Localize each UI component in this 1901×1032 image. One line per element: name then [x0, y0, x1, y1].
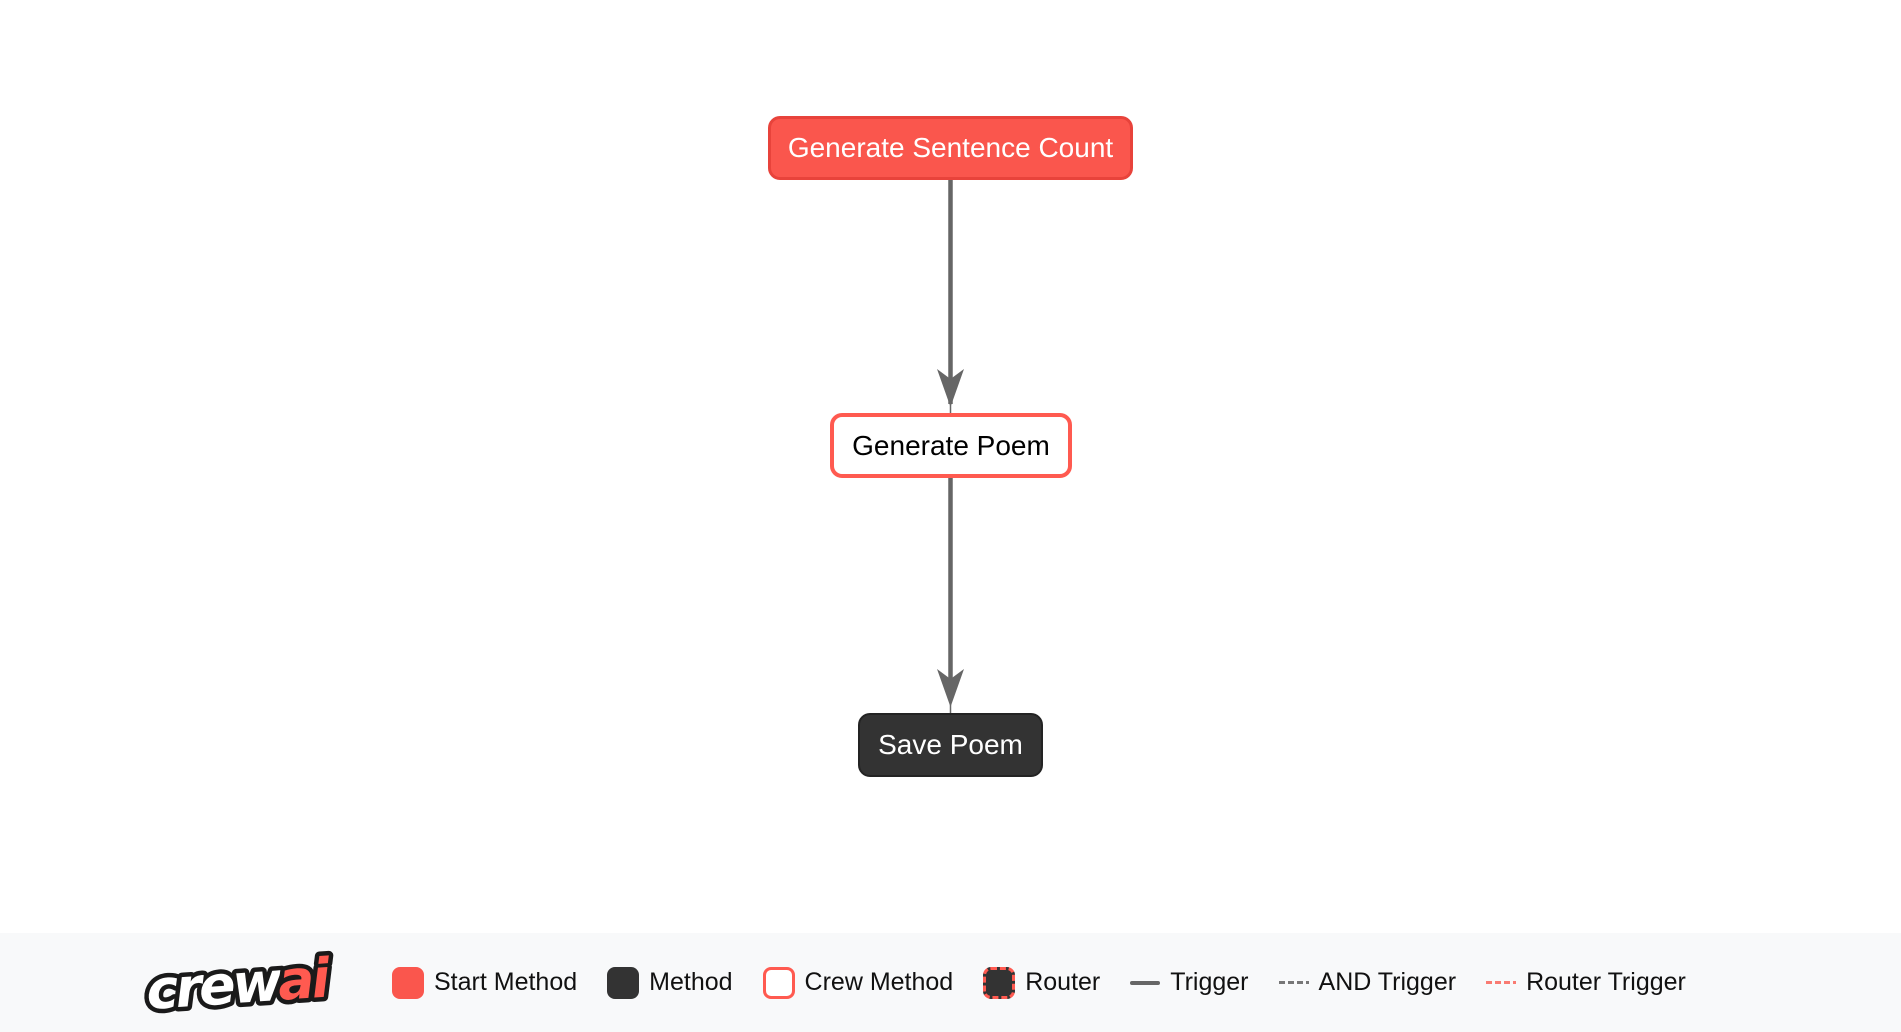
arrowhead-down-icon: [937, 369, 964, 407]
logo-text-ai: ai: [276, 946, 334, 1013]
node-label: Save Poem: [878, 729, 1023, 760]
node-label: Generate Sentence Count: [787, 132, 1114, 163]
start-method-swatch-icon: [392, 966, 424, 999]
legend-label: Crew Method: [804, 968, 954, 996]
legend-label: Method: [649, 968, 733, 996]
crewai-logo: crew ai: [140, 944, 338, 1022]
router-trigger-line-icon: [1486, 981, 1517, 984]
flow-node-generate-poem[interactable]: Generate Poem: [830, 413, 1072, 478]
and-trigger-line-icon: [1278, 981, 1309, 984]
legend-bar: crew ai Start Method Method Crew Method …: [0, 933, 1901, 1032]
legend-item-method: Method: [607, 966, 733, 999]
crew-method-swatch-icon: [762, 966, 795, 999]
flow-edges: [937, 180, 964, 713]
method-swatch-icon: [607, 966, 640, 999]
legend-item-crew-method: Crew Method: [762, 966, 954, 999]
trigger-line-icon: [1130, 980, 1161, 985]
legend-label: AND Trigger: [1318, 968, 1457, 996]
legend-label: Router: [1025, 968, 1101, 996]
flow-node-save-poem[interactable]: Save Poem: [858, 713, 1043, 777]
legend-label: Start Method: [434, 968, 578, 996]
flow-node-generate-sentence-count[interactable]: Generate Sentence Count: [768, 116, 1133, 180]
legend-item-start-method: Start Method: [392, 966, 578, 999]
legend-item-router: Router: [983, 966, 1101, 999]
edge-trigger-2: [937, 478, 964, 713]
router-swatch-icon: [983, 966, 1016, 999]
logo-text-crew: crew: [144, 949, 285, 1021]
legend-label: Trigger: [1170, 968, 1249, 996]
edge-trigger-1: [937, 180, 964, 413]
legend-label: Router Trigger: [1526, 968, 1686, 996]
legend-item-trigger: Trigger: [1130, 968, 1249, 997]
arrowhead-down-icon: [937, 669, 964, 707]
legend-item-and-trigger: AND Trigger: [1278, 968, 1457, 997]
node-label: Generate Poem: [852, 429, 1050, 461]
legend-item-router-trigger: Router Trigger: [1486, 968, 1686, 997]
flow-canvas[interactable]: Generate Sentence Count Generate Poem Sa…: [0, 0, 1901, 933]
